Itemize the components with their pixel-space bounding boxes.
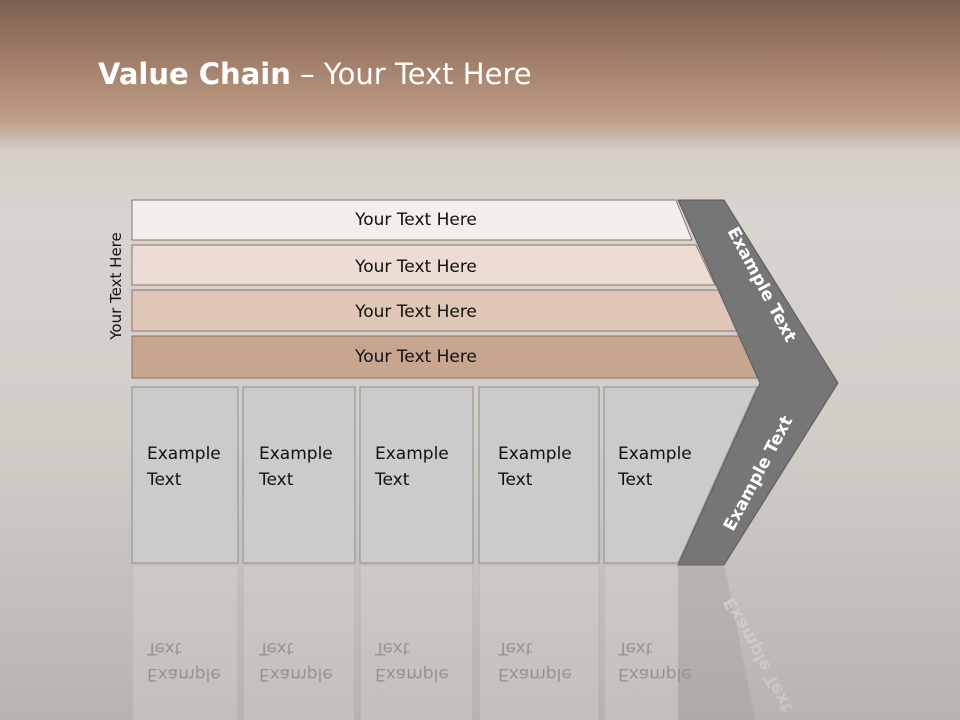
column-2-line2: Text (258, 470, 294, 490)
row-2-bar[interactable] (131, 244, 716, 286)
title-bold: Value Chain (98, 57, 291, 91)
reflection-text-5: Example (618, 664, 692, 684)
column-5-line2: Text (617, 470, 653, 490)
column-3-line1: Example (375, 444, 449, 464)
column-2-line1: Example (259, 444, 333, 464)
header-band (0, 0, 960, 150)
reflection-text-2: Example (259, 664, 333, 684)
column-4-box[interactable] (478, 386, 600, 564)
column-4: Example Text (478, 386, 600, 564)
column-1: Example Text (131, 386, 239, 564)
column-5-line1: Example (618, 444, 692, 464)
column-5-box[interactable] (603, 386, 758, 564)
row-3: Your Text Here (131, 289, 739, 332)
column-2: Example Text (242, 386, 356, 564)
column-1-box[interactable] (131, 386, 239, 564)
reflection-text-3b: Text (374, 638, 410, 658)
reflection-text-1b: Text (146, 638, 182, 658)
column-3-line2: Text (374, 470, 410, 490)
row-2: Your Text Here (131, 244, 716, 286)
title-rest: – Your Text Here (290, 57, 532, 91)
column-1-line2: Text (146, 470, 182, 490)
row-3-label: Your Text Here (354, 302, 477, 322)
row-1-bar[interactable] (131, 199, 693, 241)
column-5: Example Text (603, 386, 758, 564)
row-4-label: Your Text Here (354, 347, 477, 367)
column-1-line1: Example (147, 444, 221, 464)
reflection-text-2b: Text (258, 638, 294, 658)
reflection-text-5b: Text (617, 638, 653, 658)
column-3-box[interactable] (359, 386, 474, 564)
reflection: Example Text Example Text Example Text E… (131, 563, 797, 720)
column-3: Example Text (359, 386, 474, 564)
row-1-label: Your Text Here (354, 210, 477, 230)
reflection-text-3: Example (375, 664, 449, 684)
reflection-text-1: Example (147, 664, 221, 684)
reflection-text-4: Example (498, 664, 572, 684)
row-4: Your Text Here (131, 335, 763, 379)
column-2-box[interactable] (242, 386, 356, 564)
column-4-line1: Example (498, 444, 572, 464)
chevron-arrow[interactable] (677, 199, 839, 566)
row-2-label: Your Text Here (354, 257, 477, 277)
reflection-text-4b: Text (497, 638, 533, 658)
column-4-line2: Text (497, 470, 533, 490)
row-1: Your Text Here (131, 199, 693, 241)
slide-title: Value Chain – Your Text Here (98, 54, 532, 94)
